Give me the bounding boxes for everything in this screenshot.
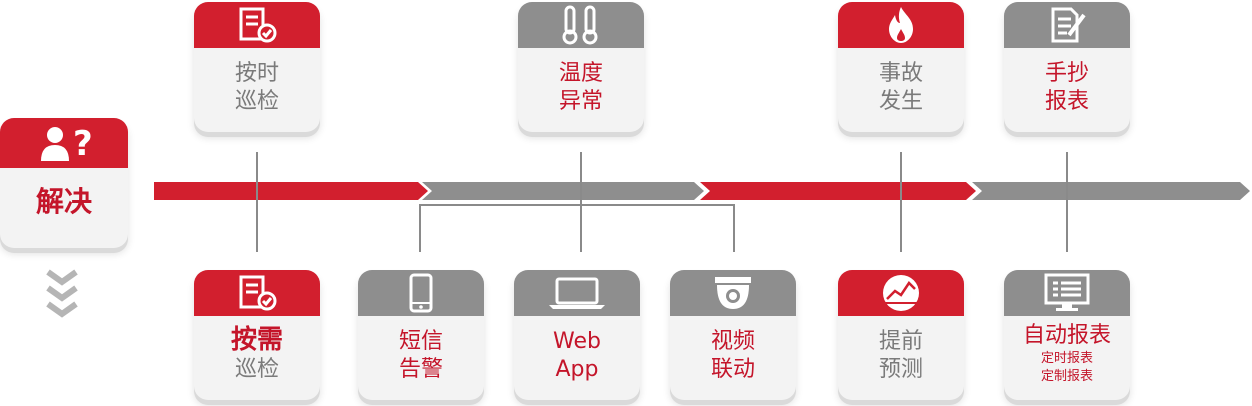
card-header: [1004, 270, 1130, 316]
card-line: 自动报表: [1022, 323, 1111, 348]
card-line: 联动: [710, 357, 755, 382]
connector-bracket: [419, 204, 735, 206]
card-line: 报表: [1044, 89, 1089, 114]
users-question-icon: ?: [29, 123, 99, 163]
card-header: [670, 270, 796, 316]
card-text: 自动报表 定时报表 定制报表: [1004, 322, 1130, 386]
bottom-card-on-demand-inspection: 按需 巡检: [194, 270, 320, 400]
camera-icon: [709, 273, 757, 313]
card-line: Web: [553, 329, 601, 354]
mobile-phone-icon: [406, 273, 436, 313]
card-header: [1004, 2, 1130, 48]
connector-line: [733, 204, 735, 252]
connector-line: [1066, 152, 1068, 252]
card-header: [518, 2, 644, 48]
timeline-segment-red-1: [154, 182, 428, 200]
card-header: [838, 2, 964, 48]
card-header: [838, 270, 964, 316]
card-line: 事故: [878, 61, 923, 86]
laptop-icon: [545, 275, 609, 311]
timeline-segment-gray-2: [972, 182, 1250, 200]
card-line: 发生: [878, 89, 923, 114]
bottom-card-web-app: Web App: [514, 270, 640, 400]
card-header: [358, 270, 484, 316]
card-line: 温度: [558, 61, 603, 86]
solve-card: ? 解决: [0, 118, 128, 248]
card-line: App: [555, 357, 599, 382]
monitor-report-icon: [1042, 273, 1092, 313]
top-card-scheduled-inspection: 按时 巡检: [194, 2, 320, 132]
bottom-card-video-linkage: 视频 联动: [670, 270, 796, 400]
card-line: 视频: [710, 329, 755, 354]
chart-prediction-icon: [879, 273, 923, 313]
connector-line: [580, 152, 582, 252]
thermometer-icon: [556, 5, 606, 45]
svg-text:?: ?: [73, 124, 93, 163]
card-line: 告警: [398, 357, 443, 382]
card-line: 异常: [558, 89, 603, 114]
checklist-icon: [237, 7, 277, 43]
card-header: [194, 2, 320, 48]
connector-line: [900, 152, 902, 252]
card-text: 事故 发生: [838, 60, 964, 116]
handwriting-icon: [1047, 5, 1087, 45]
card-line: 定时报表: [1040, 351, 1093, 366]
card-text: 提前 预测: [838, 328, 964, 384]
bottom-card-advance-prediction: 提前 预测: [838, 270, 964, 400]
card-text: 按需 巡检: [194, 324, 320, 384]
card-text: 手抄 报表: [1004, 60, 1130, 116]
card-text: 视频 联动: [670, 328, 796, 384]
top-card-accident: 事故 发生: [838, 2, 964, 132]
connector-line: [419, 204, 421, 252]
chevron-down-icon: [46, 269, 78, 318]
card-text: Web App: [514, 328, 640, 384]
card-header: [514, 270, 640, 316]
timeline-segment-gray-1: [422, 182, 704, 200]
card-line: 巡检: [234, 357, 279, 382]
top-card-manual-report: 手抄 报表: [1004, 2, 1130, 132]
bottom-card-auto-report: 自动报表 定时报表 定制报表: [1004, 270, 1130, 400]
card-line: 按需: [230, 325, 283, 355]
card-line: 提前: [878, 329, 923, 354]
card-text: 短信 告警: [358, 328, 484, 384]
checklist-icon: [237, 275, 277, 311]
card-line: 预测: [878, 357, 923, 382]
fire-icon: [883, 5, 919, 45]
card-text: 按时 巡检: [194, 60, 320, 116]
card-line: 定制报表: [1040, 369, 1093, 384]
solve-card-label: 解决: [35, 185, 92, 218]
solve-card-header: ?: [0, 118, 128, 168]
top-card-temperature-abnormal: 温度 异常: [518, 2, 644, 132]
connector-line: [256, 152, 258, 252]
card-header: [194, 270, 320, 316]
card-line: 手抄: [1044, 61, 1089, 86]
card-text: 温度 异常: [518, 60, 644, 116]
bottom-card-sms-alarm: 短信 告警: [358, 270, 484, 400]
card-line: 巡检: [234, 89, 279, 114]
card-line: 短信: [398, 329, 443, 354]
card-line: 按时: [234, 61, 279, 86]
timeline-segment-red-2: [700, 182, 976, 200]
